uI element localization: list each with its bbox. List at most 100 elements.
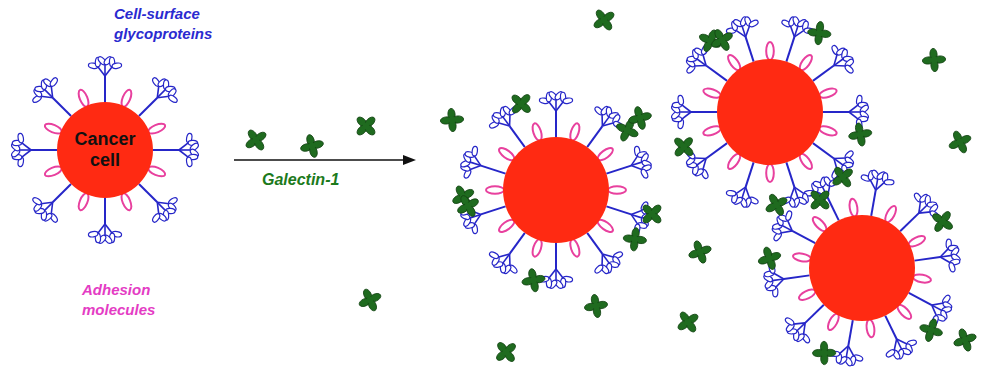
galectin-core bbox=[819, 348, 829, 358]
glycoprotein bbox=[539, 90, 573, 137]
galectin-core bbox=[518, 100, 525, 107]
glycoprotein-stem bbox=[900, 213, 919, 231]
glycoprotein bbox=[10, 133, 57, 167]
galectin-core bbox=[623, 126, 632, 135]
glycan-branch bbox=[870, 180, 876, 191]
glycan-branch bbox=[631, 214, 638, 224]
glycoprotein bbox=[88, 198, 122, 245]
galectin-core bbox=[956, 138, 965, 147]
glycoprotein bbox=[606, 146, 652, 179]
galectin-molecule bbox=[519, 265, 549, 295]
glycan-branch bbox=[601, 254, 603, 266]
galectin-molecule bbox=[809, 338, 840, 369]
glycan-branch bbox=[98, 224, 105, 233]
glycan-loop bbox=[885, 348, 896, 358]
glycoprotein-stem bbox=[587, 233, 602, 254]
glycan-branch bbox=[790, 187, 794, 198]
glycan-branch bbox=[682, 105, 691, 112]
glycoprotein-stem bbox=[784, 275, 810, 279]
adhesion-molecule bbox=[766, 164, 774, 182]
glycan-branch bbox=[631, 162, 642, 166]
glycan-loop bbox=[726, 190, 736, 196]
glycoprotein-stem bbox=[53, 184, 71, 202]
glycan-branch bbox=[179, 150, 188, 157]
adhesion-molecule bbox=[608, 186, 626, 194]
glycan-loop bbox=[88, 231, 98, 238]
glycoprotein-stem bbox=[691, 111, 717, 113]
callout-label: Cell-surface glycoproteins bbox=[114, 4, 232, 43]
glycoprotein-stem bbox=[823, 111, 849, 113]
galectin-core bbox=[839, 173, 847, 181]
glycoprotein-stem bbox=[587, 126, 602, 147]
glycan-loop bbox=[563, 97, 573, 104]
glycan-loop bbox=[594, 264, 604, 275]
reaction-arrow bbox=[234, 155, 416, 165]
cancer-cell bbox=[10, 55, 199, 244]
galectin-core bbox=[817, 197, 824, 204]
glycan-branch bbox=[556, 102, 563, 111]
glycoprotein bbox=[153, 133, 200, 167]
glycan-branch bbox=[773, 273, 783, 279]
glycan-loop bbox=[472, 146, 478, 156]
glycoprotein-stem bbox=[706, 66, 727, 81]
glycan-branch bbox=[631, 166, 642, 170]
glycan-branch bbox=[703, 54, 706, 66]
glycoprotein-stem bbox=[606, 166, 631, 174]
galectin-core bbox=[529, 275, 539, 285]
glycan-branch bbox=[556, 269, 563, 278]
glycoprotein-stem bbox=[786, 37, 794, 62]
adhesion-molecule bbox=[848, 198, 858, 217]
galectin-molecule bbox=[673, 136, 695, 158]
adhesion-molecule bbox=[486, 186, 504, 194]
glycoprotein bbox=[539, 243, 573, 290]
glycoprotein-stem bbox=[909, 293, 932, 305]
glycan-loop bbox=[32, 196, 43, 206]
glycoprotein-stem bbox=[481, 166, 506, 174]
glycoprotein bbox=[139, 77, 178, 116]
glycoprotein bbox=[489, 105, 525, 147]
galectin-core bbox=[926, 325, 935, 334]
galectin-core bbox=[635, 113, 645, 123]
arrow-head bbox=[403, 155, 416, 165]
glycan-branch bbox=[549, 102, 556, 111]
galectin-molecule bbox=[356, 286, 384, 314]
glycoprotein-stem bbox=[104, 76, 106, 102]
galectin-core bbox=[680, 143, 687, 150]
glycan-branch bbox=[940, 255, 952, 257]
glycan-branch bbox=[742, 25, 746, 36]
glycan-branch bbox=[848, 346, 854, 357]
galectin-molecule bbox=[917, 316, 946, 345]
glycan-branch bbox=[746, 187, 750, 198]
glycan-branch bbox=[839, 346, 848, 354]
cell-label: Cancer cell bbox=[69, 129, 141, 170]
glycan-loop bbox=[49, 77, 59, 88]
galectin-core bbox=[252, 136, 260, 144]
adhesion-molecule bbox=[568, 238, 581, 257]
glycoprotein-stem bbox=[153, 149, 179, 151]
galectin-molecule bbox=[763, 191, 790, 218]
glycan-branch bbox=[790, 26, 794, 37]
glycoprotein bbox=[32, 184, 71, 223]
galectin-molecule bbox=[620, 224, 650, 254]
glycan-loop bbox=[784, 317, 795, 327]
galectin-core bbox=[447, 115, 457, 125]
glycoprotein-stem bbox=[885, 316, 896, 339]
galectin-molecule bbox=[919, 45, 949, 75]
glycoprotein bbox=[460, 201, 506, 234]
glycan-branch bbox=[794, 187, 798, 198]
glycoprotein bbox=[823, 95, 870, 129]
glycan-loop bbox=[151, 212, 161, 223]
galectin-core bbox=[718, 36, 727, 45]
glycan-branch bbox=[919, 212, 931, 213]
reagent-label: Galectin-1 bbox=[262, 170, 339, 191]
glycoprotein-stem bbox=[139, 98, 157, 116]
galectin-molecule bbox=[809, 189, 831, 211]
glycoprotein bbox=[813, 143, 855, 179]
glycoprotein bbox=[885, 316, 917, 360]
galectin-molecule bbox=[355, 115, 377, 137]
adhesion-molecule bbox=[865, 319, 875, 338]
galectin-molecule bbox=[297, 131, 326, 160]
glycan-branch bbox=[98, 67, 105, 76]
glycoprotein-stem bbox=[805, 305, 824, 323]
